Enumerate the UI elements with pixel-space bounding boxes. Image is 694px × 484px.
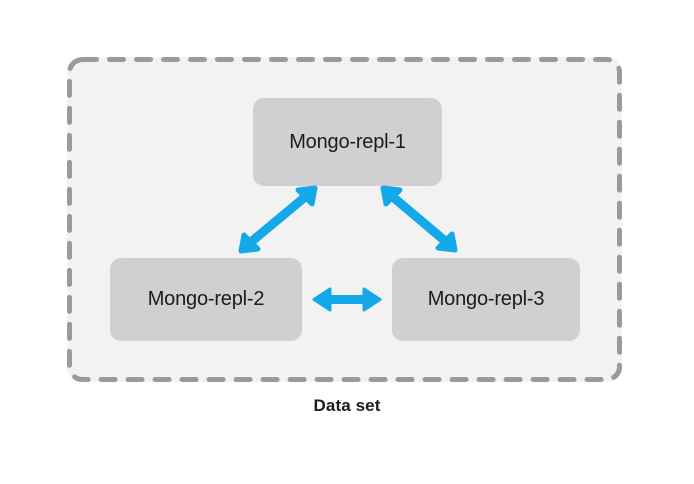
node-label: Mongo-repl-2: [147, 288, 265, 310]
node-label: Mongo-repl-3: [427, 288, 545, 310]
node-label: Mongo-repl-1: [289, 130, 406, 153]
data-set-caption: Data set: [313, 396, 381, 415]
node-mongo-repl-2[interactable]: Mongo-repl-2: [110, 258, 302, 341]
dashed-border-icon: [67, 57, 622, 382]
node-mongo-repl-3[interactable]: Mongo-repl-3: [392, 258, 580, 341]
node-mongo-repl-1[interactable]: Mongo-repl-1: [253, 98, 442, 186]
